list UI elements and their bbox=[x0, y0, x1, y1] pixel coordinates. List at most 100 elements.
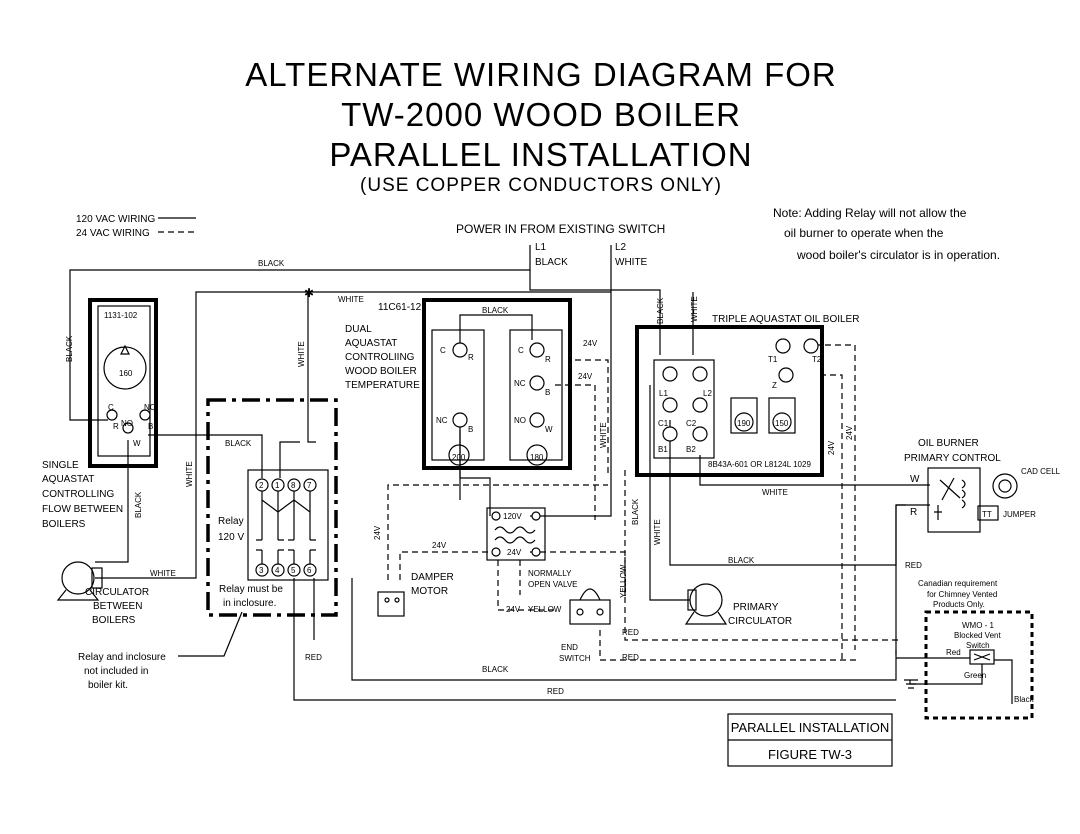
wire-label-white-v: WHITE bbox=[185, 461, 194, 487]
label-c: C bbox=[108, 403, 114, 412]
tt-jumper-box bbox=[977, 505, 999, 521]
dual-label-r: R bbox=[468, 353, 474, 362]
wmo-label-1: WMO - 1 bbox=[962, 621, 995, 630]
wire-label-24v: 24V bbox=[432, 541, 447, 550]
dual-terminal-nc-icon bbox=[452, 412, 468, 428]
dual-dial-right-value: 180 bbox=[530, 453, 544, 462]
wmo-label-3: Switch bbox=[966, 641, 990, 650]
triple-terminal-z-icon bbox=[778, 367, 794, 383]
oil-burner-r: R bbox=[910, 507, 917, 518]
end-switch-label-2: SWITCH bbox=[559, 654, 591, 663]
primary-circulator bbox=[684, 583, 728, 625]
relay-term-3: 3 bbox=[259, 566, 264, 575]
wire-label-black-v: BLACK bbox=[656, 297, 665, 324]
jumper-label: JUMPER bbox=[1003, 510, 1036, 519]
single-aquastat-setpoint: 160 bbox=[119, 369, 133, 378]
dual-label-c2: C bbox=[518, 346, 524, 355]
triple-dial-left-value: 190 bbox=[737, 419, 751, 428]
dual-label-b: B bbox=[468, 425, 473, 434]
single-aquastat-dial bbox=[103, 346, 147, 390]
triple-dial-right-value: 150 bbox=[775, 419, 789, 428]
transformer: 120V 24V bbox=[486, 507, 546, 561]
relay-bottom-terminals: 3 4 5 6 bbox=[255, 563, 317, 577]
wire-labels: BLACK WHITE BLACK BLACK WHITE WHITE BLAC… bbox=[150, 259, 922, 696]
wire-label-yellow-v: YELLOW bbox=[619, 564, 628, 598]
relay-enclosure: 2 1 8 7 3 4 5 6 bbox=[206, 398, 338, 617]
wire-label-24v-v: 24V bbox=[845, 425, 854, 440]
dual-dial-right-icon bbox=[526, 444, 548, 466]
title-line-2: TW-2000 WOOD BOILER bbox=[341, 96, 741, 133]
oil-burner-title-1: OIL BURNER bbox=[918, 438, 979, 449]
wire-label-black: BLACK bbox=[728, 556, 755, 565]
wire-label-white-v: WHITE bbox=[653, 519, 662, 545]
wire-label-black: BLACK bbox=[482, 306, 509, 315]
wire-label-black: BLACK bbox=[482, 665, 509, 674]
wire-label-red: RED bbox=[622, 628, 639, 637]
wire-label-red: RED bbox=[622, 653, 639, 662]
power-l2-color: WHITE bbox=[615, 257, 648, 268]
single-aquastat-caption-5: BOILERS bbox=[42, 519, 86, 530]
switch-green-label: Green bbox=[964, 671, 986, 680]
relay-kit-note-3: boiler kit. bbox=[88, 680, 128, 691]
valve-label-2: OPEN VALVE bbox=[528, 580, 578, 589]
relay-kit-note-2: not included in bbox=[84, 666, 149, 677]
transformer-term-icon bbox=[491, 547, 501, 557]
relay-enclosure-note-1: Relay must be bbox=[219, 584, 283, 595]
wire-label-red: RED bbox=[905, 561, 922, 570]
triple-label-b1: B1 bbox=[658, 445, 668, 454]
wire-label-black-v: BLACK bbox=[65, 335, 74, 362]
triple-terminal-l1-icon bbox=[662, 366, 678, 382]
dual-label-no: NO bbox=[514, 416, 526, 425]
dial-pointer-icon bbox=[120, 344, 130, 355]
triple-terminal-l2-icon bbox=[692, 366, 708, 382]
circulator-label-3: BOILERS bbox=[92, 615, 136, 626]
triple-label-b2: B2 bbox=[686, 445, 696, 454]
single-aquastat-caption-4: FLOW BETWEEN bbox=[42, 504, 123, 515]
switch-red-label: Red bbox=[946, 648, 961, 657]
relay-label-1: Relay bbox=[218, 516, 244, 527]
dual-label-w: W bbox=[545, 425, 553, 434]
label-w: W bbox=[133, 439, 141, 448]
valve-label-1: NORMALLY bbox=[528, 569, 572, 578]
dual-label-nc2: NC bbox=[514, 379, 526, 388]
damper-motor bbox=[377, 591, 405, 617]
terminal-nc-icon bbox=[139, 409, 151, 421]
triple-label-z: Z bbox=[772, 381, 777, 390]
triple-dial-left-box bbox=[730, 397, 758, 434]
triple-label-t2: T2 bbox=[812, 355, 822, 364]
single-aquastat-caption-1: SINGLE bbox=[42, 460, 79, 471]
dual-caption-5: TEMPERATURE bbox=[345, 380, 420, 391]
dual-terminal-c-icon bbox=[452, 342, 468, 358]
power-heading: POWER IN FROM EXISTING SWITCH bbox=[456, 222, 665, 236]
cad-cell-icon bbox=[992, 473, 1018, 499]
canadian-line-1: Canadian requirement bbox=[918, 579, 998, 588]
single-aquastat-caption-2: AQUASTAT bbox=[42, 474, 94, 485]
relay-kit-note-1: Relay and inclosure bbox=[78, 652, 166, 663]
wire-label-white: WHITE bbox=[338, 295, 364, 304]
dual-aquastat-model: 11C61-12 bbox=[378, 302, 422, 313]
wire-label-24v: 24V bbox=[506, 605, 521, 614]
wire-label-black: BLACK bbox=[225, 439, 252, 448]
damper-term-icon bbox=[394, 597, 400, 603]
relay-top-terminals: 2 1 8 7 bbox=[255, 478, 317, 492]
single-aquastat-caption-3: CONTROLLING bbox=[42, 489, 114, 500]
terminal-c-icon bbox=[106, 409, 118, 421]
label-r: R bbox=[113, 422, 119, 431]
oil-burner-red-wire bbox=[895, 504, 906, 655]
wire-label-red: RED bbox=[547, 687, 564, 696]
triple-label-c2: C2 bbox=[686, 419, 697, 428]
relay-term-8: 8 bbox=[291, 481, 296, 490]
relay-term-7: 7 bbox=[307, 481, 312, 490]
wire-label-white-v: WHITE bbox=[599, 422, 608, 448]
oil-burner-control bbox=[927, 467, 1018, 533]
dual-terminal-nc2-icon bbox=[529, 375, 545, 391]
legend-120vac: 120 VAC WIRING bbox=[76, 214, 155, 225]
normally-open-valve bbox=[569, 588, 611, 625]
wire-label-24v-v: 24V bbox=[373, 525, 382, 540]
figure-line-1: PARALLEL INSTALLATION bbox=[731, 720, 889, 735]
wires-24v bbox=[387, 344, 900, 661]
triple-terminal-c2-icon bbox=[692, 397, 708, 413]
label-nc: NC bbox=[144, 403, 156, 412]
triple-label-t1: T1 bbox=[768, 355, 778, 364]
relay-enclosure-note-2: in inclosure. bbox=[223, 598, 276, 609]
